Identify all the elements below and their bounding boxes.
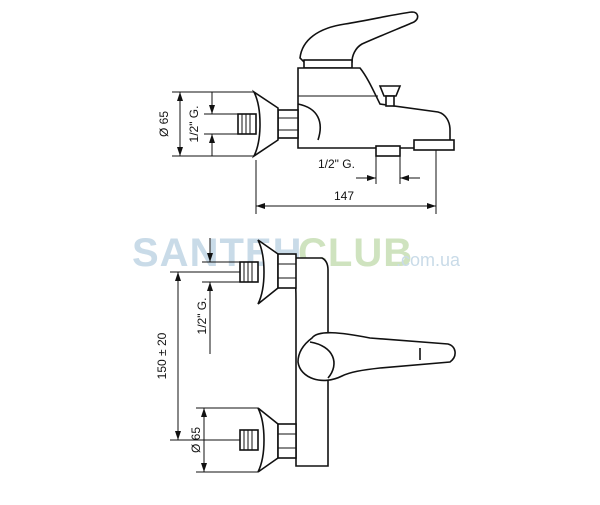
upper-pipe: [239, 261, 259, 283]
spout-tip: [413, 139, 455, 151]
top-width-label: 147: [334, 189, 354, 203]
front-view-dimensions: 1/2" G. 150 ± 20 Ø 65: [155, 238, 258, 473]
lower-flange: [257, 407, 279, 473]
outlet-nut: [375, 145, 401, 157]
diverter-knob: [378, 85, 402, 97]
front-spacing-label: 150 ± 20: [155, 332, 169, 379]
upper-nut: [277, 253, 297, 289]
handle-base: [303, 59, 353, 69]
lever-handle: [299, 11, 419, 63]
inlet-nut: [277, 109, 299, 139]
lower-nut: [277, 423, 297, 459]
front-lever: [297, 331, 456, 382]
lower-pipe: [239, 429, 259, 451]
mixer-body: [297, 67, 451, 149]
front-diameter-label: Ø 65: [189, 427, 203, 453]
top-inlet-thread-label: 1/2" G.: [187, 106, 201, 143]
top-view-dimensions: Ø 65 1/2" G. 1/2" G. 147: [157, 91, 437, 214]
front-view-drawing: [239, 239, 456, 473]
front-thread-label: 1/2" G.: [195, 298, 209, 335]
upper-flange: [257, 239, 279, 305]
body-curve: [297, 103, 322, 141]
watermark-domain: .com.ua: [396, 250, 461, 270]
top-diameter-label: Ø 65: [157, 111, 171, 137]
top-outlet-thread-label: 1/2" G.: [318, 157, 355, 171]
top-view-drawing: [237, 11, 455, 159]
wall-flange: [251, 89, 279, 159]
inlet-pipe: [237, 113, 257, 135]
